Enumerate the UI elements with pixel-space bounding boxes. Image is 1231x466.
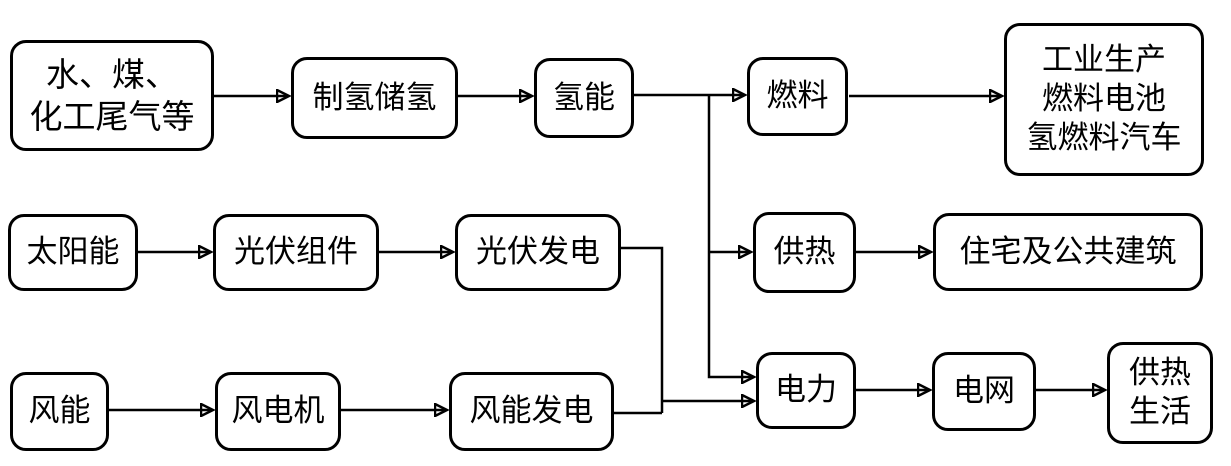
node-pv-module: 光伏组件 <box>213 214 379 291</box>
node-wind-turbine: 风电机 <box>215 372 341 451</box>
node-pv-generation: 光伏发电 <box>455 214 621 291</box>
node-industry-uses: 工业生产 燃料电池 氢燃料汽车 <box>1004 23 1204 176</box>
node-power-grid: 电网 <box>932 352 1036 431</box>
node-solar-energy: 太阳能 <box>8 214 138 291</box>
node-fuel: 燃料 <box>747 57 848 136</box>
node-wind-energy: 风能 <box>10 372 109 451</box>
node-buildings: 住宅及公共建筑 <box>933 213 1203 291</box>
node-wind-generation: 风能发电 <box>449 372 614 451</box>
node-electricity: 电力 <box>756 352 856 429</box>
node-hydrogen-production: 制氢储氢 <box>291 57 458 139</box>
node-hydrogen-energy: 氢能 <box>534 58 634 138</box>
edge-hydrogen-energy-to-electricity-trunk <box>707 95 754 377</box>
node-heating: 供热 <box>753 212 856 293</box>
node-heat-life: 供热 生活 <box>1107 342 1213 444</box>
edge-pv-generation-down-line <box>619 246 664 413</box>
node-sources: 水、煤、 化工尾气等 <box>10 40 214 151</box>
